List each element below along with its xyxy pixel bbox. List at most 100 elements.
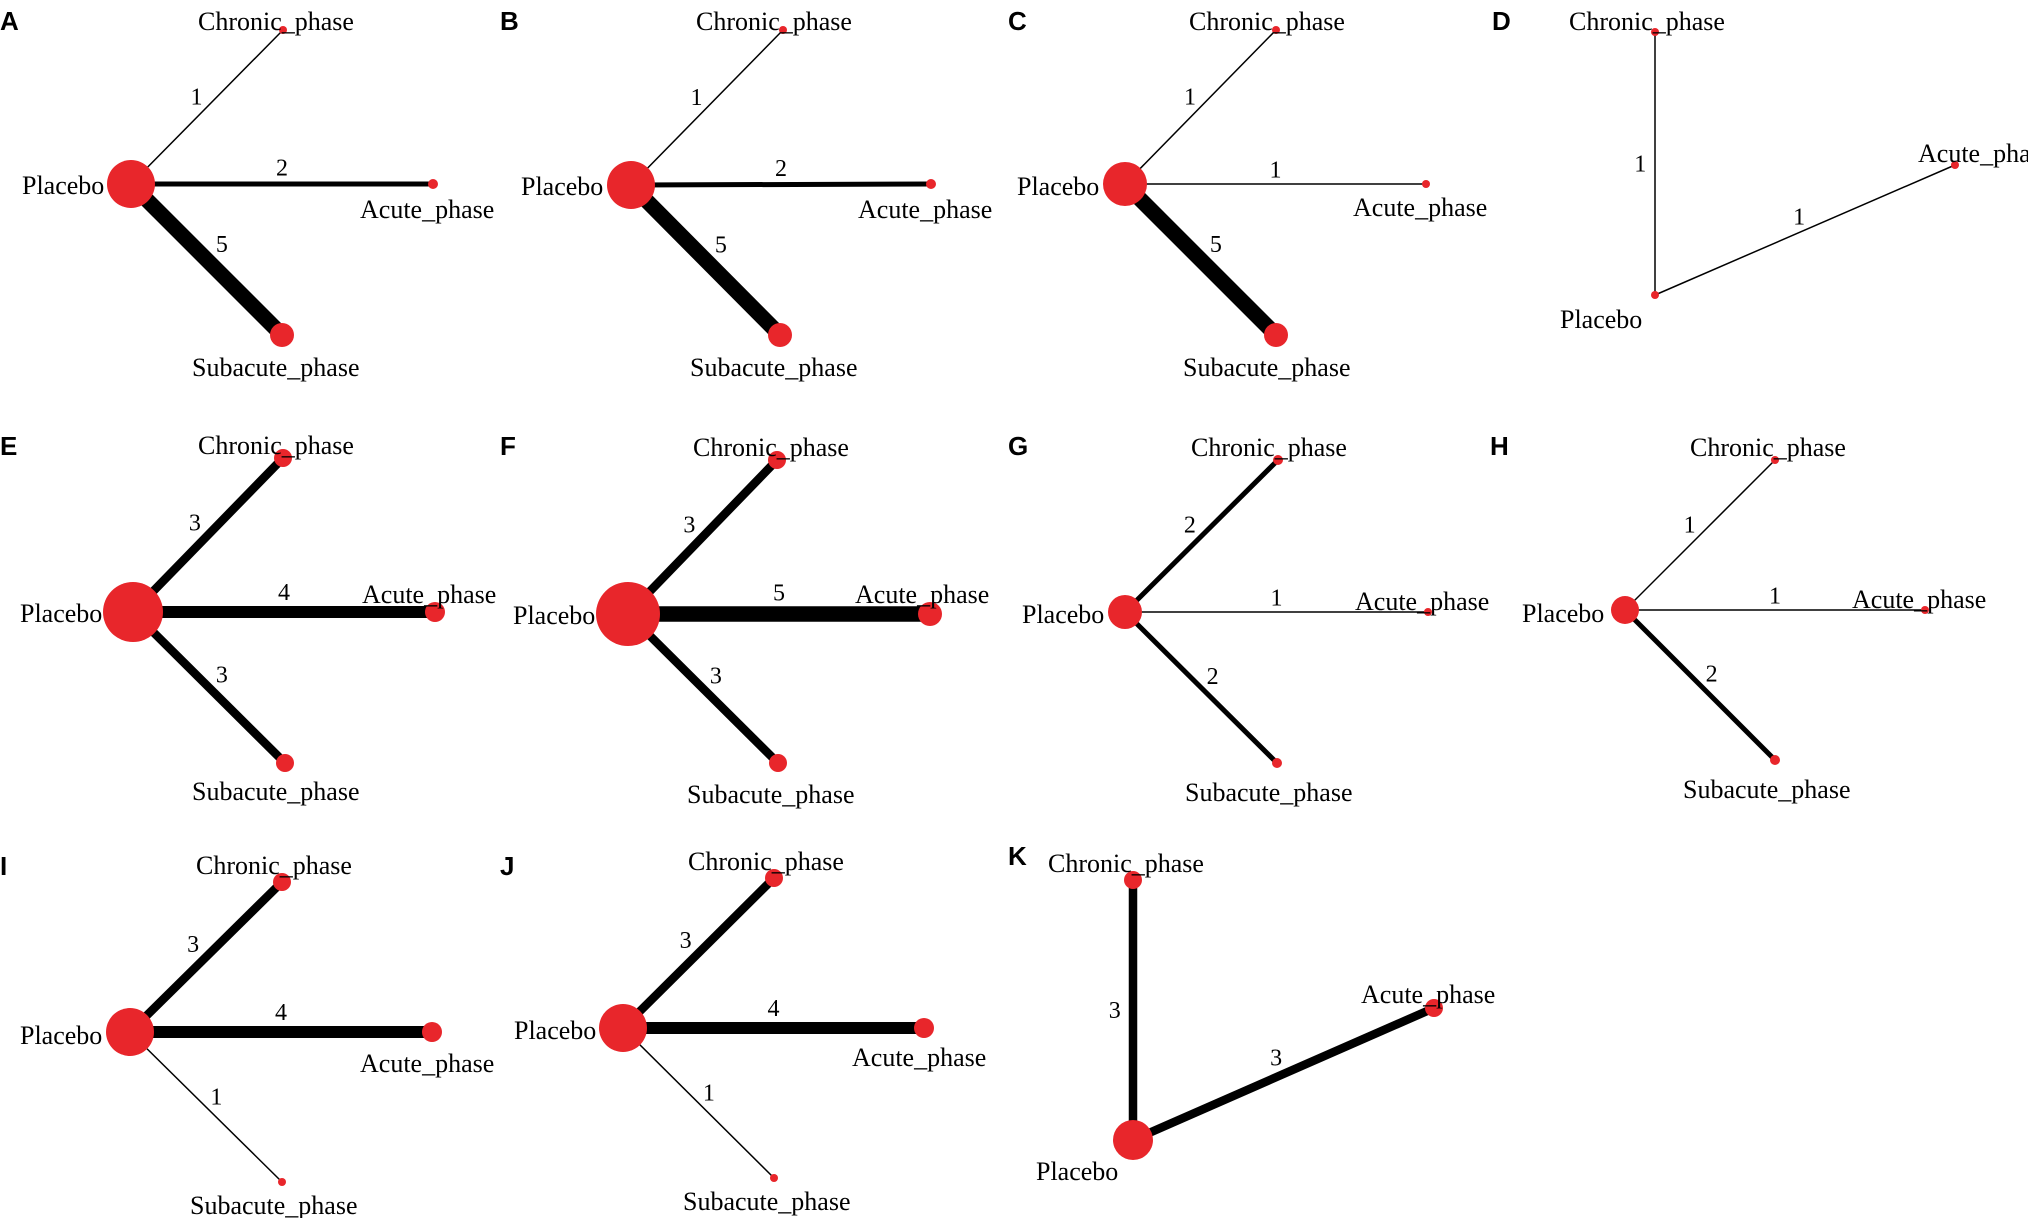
node-placebo [596, 582, 660, 646]
node-label-chronic: Chronic_phase [198, 7, 354, 36]
edge-weight-subacute: 1 [210, 1085, 222, 1111]
edge-weight-subacute: 5 [1210, 232, 1222, 258]
node-label-subacute: Subacute_phase [1683, 775, 1851, 804]
panel-letter: H [1490, 431, 1509, 461]
node-label-chronic: Chronic_phase [693, 433, 849, 462]
edge-placebo-chronic [1624, 459, 1776, 611]
node-label-chronic: Chronic_phase [1569, 7, 1725, 36]
node-subacute [270, 323, 294, 347]
panel-g: G212PlaceboChronic_phaseAcute_phaseSubac… [1008, 431, 1489, 807]
node-label-acute: Acute_phase [1361, 980, 1495, 1009]
edge-weight-acute: 4 [768, 996, 780, 1022]
edge-placebo-subacute [1119, 178, 1282, 341]
node-placebo [1103, 162, 1147, 206]
node-acute [1425, 999, 1443, 1017]
node-label-subacute: Subacute_phase [683, 1187, 851, 1216]
edge-placebo-chronic [1123, 458, 1280, 614]
node-label-placebo: Placebo [514, 1016, 596, 1045]
node-subacute [1264, 323, 1288, 347]
node-placebo [1611, 596, 1639, 624]
edge-weight-chronic: 1 [191, 85, 203, 111]
node-subacute [278, 1178, 286, 1186]
edge-weight-acute: 4 [278, 580, 290, 606]
node-subacute [1770, 755, 1780, 765]
edge-placebo-subacute [130, 608, 288, 767]
node-label-acute: Acute_phase [360, 195, 494, 224]
edge-weight-subacute: 3 [710, 664, 722, 690]
node-label-chronic: Chronic_phase [198, 431, 354, 460]
edge-weight-acute: 3 [1270, 1045, 1282, 1071]
edge-weight-chronic: 3 [683, 512, 695, 538]
panel-letter: D [1492, 6, 1511, 36]
panel-f: F353PlaceboChronic_phaseAcute_phaseSubac… [500, 431, 989, 809]
node-label-acute: Acute_phase [855, 580, 989, 609]
node-chronic [768, 451, 786, 469]
node-acute [926, 179, 936, 189]
node-placebo [599, 1004, 647, 1052]
node-label-chronic: Chronic_phase [696, 7, 852, 36]
edge-placebo-chronic [624, 457, 781, 617]
node-label-acute: Acute_phase [1355, 587, 1489, 616]
edge-weight-subacute: 5 [216, 232, 228, 258]
node-chronic [779, 26, 787, 34]
node-placebo [106, 1008, 154, 1056]
panel-letter: B [500, 6, 519, 36]
node-label-placebo: Placebo [20, 599, 102, 628]
node-chronic [1651, 28, 1659, 36]
node-acute [918, 602, 942, 626]
node-subacute [770, 1174, 778, 1182]
node-placebo [1108, 595, 1142, 629]
node-subacute [276, 754, 294, 772]
edge-weight-chronic: 1 [1184, 85, 1196, 111]
edge-weight-acute: 1 [1271, 585, 1283, 611]
node-chronic [279, 26, 287, 34]
node-acute [1424, 608, 1432, 616]
edge-placebo-subacute [1123, 610, 1279, 765]
panel-e: E343PlaceboChronic_phaseAcute_phaseSubac… [0, 431, 496, 806]
node-chronic [765, 869, 783, 887]
node-acute [425, 602, 445, 622]
edge-weight-chronic: 1 [1684, 513, 1696, 539]
node-label-chronic: Chronic_phase [196, 851, 352, 880]
edge-placebo-chronic [620, 874, 777, 1032]
panel-c: C115PlaceboChronic_phaseAcute_phaseSubac… [1008, 6, 1487, 382]
edge-placebo-subacute [622, 1027, 775, 1179]
node-placebo [103, 582, 163, 642]
node-label-placebo: Placebo [1036, 1157, 1118, 1186]
node-label-placebo: Placebo [513, 601, 595, 630]
edge-weight-chronic: 3 [189, 510, 201, 536]
edge-placebo-subacute [625, 610, 781, 767]
panel-h: H112PlaceboChronic_phaseAcute_phaseSubac… [1490, 431, 1986, 804]
node-label-acute: Acute_phase [852, 1043, 986, 1072]
node-acute [914, 1018, 934, 1038]
node-label-subacute: Subacute_phase [1185, 778, 1353, 807]
edge-placebo-acute [1131, 1004, 1436, 1144]
edge-weight-acute: 4 [275, 1000, 287, 1026]
edge-weight-chronic: 3 [680, 928, 692, 954]
node-acute [428, 179, 438, 189]
edge-placebo-chronic [130, 29, 284, 185]
edge-weight-subacute: 3 [216, 663, 228, 689]
node-label-acute: Acute_phase [362, 580, 496, 609]
node-label-chronic: Chronic_phase [1191, 433, 1347, 462]
edge-placebo-subacute [625, 179, 786, 341]
edge-placebo-subacute [125, 178, 288, 341]
panel-letter: I [0, 851, 7, 881]
edge-placebo-chronic [630, 29, 784, 186]
node-label-placebo: Placebo [20, 1021, 102, 1050]
node-acute [1422, 180, 1430, 188]
node-label-placebo: Placebo [22, 171, 104, 200]
panel-i: I341PlaceboChronic_phaseAcute_phaseSubac… [0, 851, 494, 1218]
node-label-placebo: Placebo [1017, 172, 1099, 201]
panel-j: J341PlaceboChronic_phaseAcute_phaseSubac… [500, 847, 986, 1216]
node-label-subacute: Subacute_phase [690, 353, 858, 382]
edge-placebo-subacute [129, 1031, 283, 1183]
edge-weight-acute: 2 [775, 156, 787, 182]
node-label-chronic: Chronic_phase [1690, 433, 1846, 462]
node-chronic [1272, 26, 1280, 34]
node-label-acute: Acute_phase [1852, 585, 1986, 614]
node-label-chronic: Chronic_phase [688, 847, 844, 876]
node-placebo [1113, 1120, 1153, 1160]
